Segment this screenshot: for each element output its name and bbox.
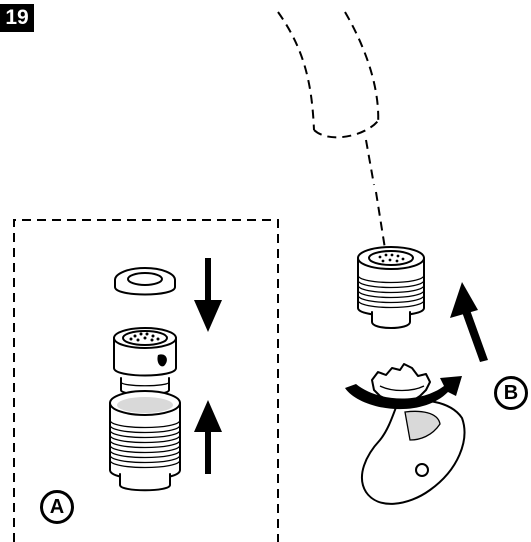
callout-b-badge: B: [494, 376, 528, 410]
faucet-spout-outline-icon: [277, 11, 387, 256]
up-arrow-b-icon: [450, 282, 488, 362]
aerator-washer-icon: [114, 267, 176, 296]
up-arrow-icon: [194, 400, 222, 474]
panel-a-dashed-frame: [13, 219, 279, 542]
down-arrow-icon: [194, 258, 222, 332]
aerator-insert-icon: [113, 327, 177, 396]
installed-aerator-icon: [357, 246, 425, 329]
callout-a-badge: A: [40, 490, 74, 524]
step-number-badge: 19: [0, 4, 34, 32]
aerator-key-tool-icon: [361, 363, 466, 505]
rotation-arrow-icon: [345, 376, 462, 410]
aerator-housing-icon: [109, 390, 181, 492]
